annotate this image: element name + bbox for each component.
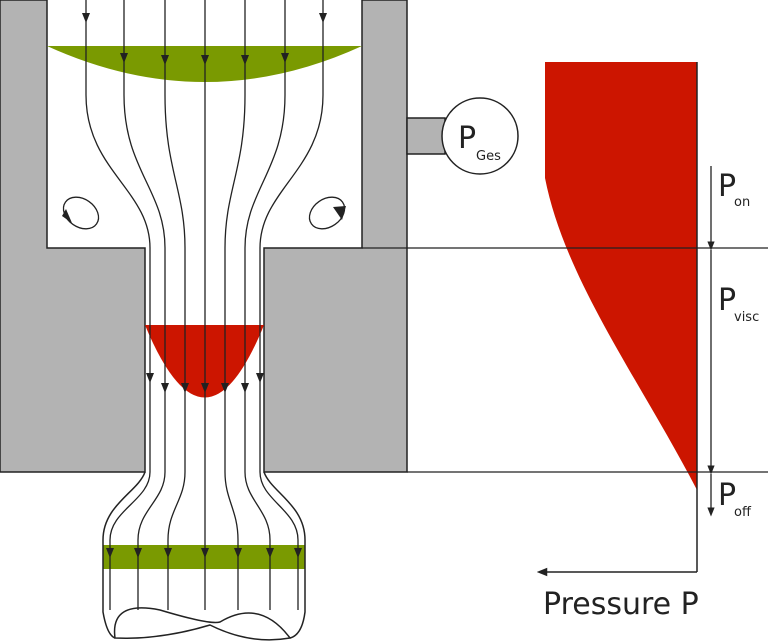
streamline bbox=[259, 0, 324, 610]
p-visc-label: P bbox=[718, 283, 736, 318]
flow-arrow-icon bbox=[106, 548, 114, 558]
flow-arrow-icon bbox=[161, 383, 169, 393]
flow-arrow-icon bbox=[241, 383, 249, 393]
flow-arrow-icon bbox=[281, 53, 289, 63]
streamlines bbox=[82, 0, 327, 610]
flow-arrow-icon bbox=[256, 373, 264, 383]
flow-arrow-icon bbox=[319, 13, 327, 23]
gauge-label-sub: Ges bbox=[476, 149, 501, 164]
p-on-label-sub: on bbox=[734, 195, 750, 210]
flow-arrow-icon bbox=[234, 548, 242, 558]
flow-arrow-icon bbox=[201, 383, 209, 393]
flow-arrow-icon bbox=[241, 55, 249, 65]
flow-arrow-icon bbox=[201, 55, 209, 65]
pressure-gauge-icon: P Ges bbox=[441, 97, 519, 175]
streamline bbox=[164, 0, 186, 610]
flow-arrow-icon bbox=[164, 548, 172, 558]
gauge-port bbox=[406, 117, 446, 155]
flow-arrow-icon bbox=[294, 548, 302, 558]
flow-arrow-icon bbox=[201, 548, 209, 558]
extrudate-swell bbox=[102, 471, 306, 641]
p-off-label: P bbox=[718, 478, 736, 513]
flow-arrow-icon bbox=[181, 383, 189, 393]
flow-arrow-icon bbox=[82, 13, 90, 23]
flow-arrow-icon bbox=[120, 53, 128, 63]
streamline bbox=[244, 0, 286, 610]
flow-arrow-icon bbox=[134, 548, 142, 558]
p-off-label-sub: off bbox=[734, 505, 752, 520]
flow-arrow-icon bbox=[161, 55, 169, 65]
p-on-label: P bbox=[718, 169, 736, 204]
flow-arrow-icon bbox=[221, 383, 229, 393]
pressure-profile bbox=[545, 62, 697, 490]
p-visc-label-sub: visc bbox=[734, 310, 759, 325]
pressure-axis-label: Pressure P bbox=[543, 587, 699, 622]
streamline bbox=[224, 0, 246, 610]
recirculation-vortex-icon bbox=[62, 196, 346, 230]
left-wall bbox=[0, 0, 146, 473]
streamline bbox=[123, 0, 166, 610]
gauge-label: P bbox=[458, 121, 476, 156]
flow-arrow-icon bbox=[266, 548, 274, 558]
flow-arrow-icon bbox=[146, 373, 154, 383]
streamline bbox=[85, 0, 151, 610]
barrel-walls bbox=[0, 0, 446, 473]
